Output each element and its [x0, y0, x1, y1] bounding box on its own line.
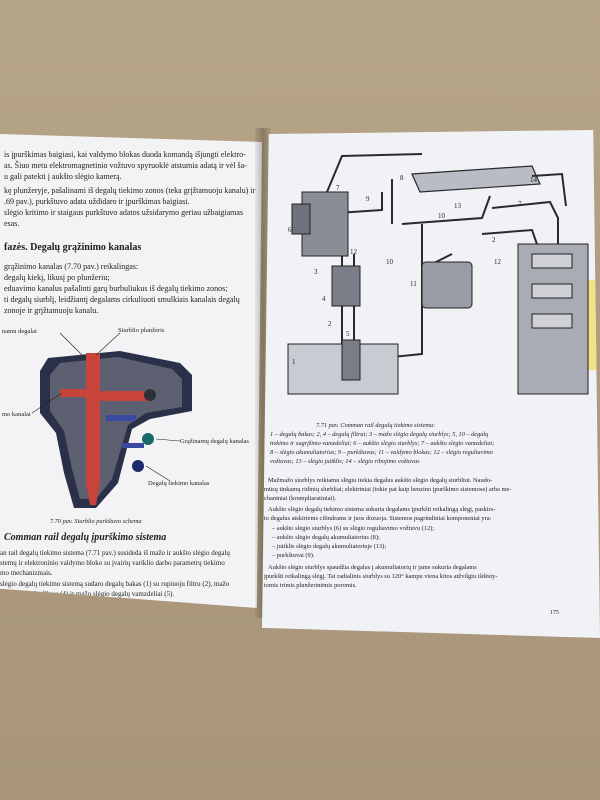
diagram-number: 4	[322, 295, 326, 303]
diagram-number: 5	[346, 330, 350, 338]
left-text-line: .69 pav.), purkštuvo adata uždidaro ir į…	[4, 197, 190, 206]
diagram-number: 10	[386, 258, 393, 266]
diagram-number: 3	[314, 268, 318, 276]
right-text-line: – purkštuvai (9).	[272, 552, 315, 559]
figure-caption-line: tiekimo ir sugrįžimo vamzdeliai; 6 – auk…	[270, 440, 495, 447]
figure-caption-line: 8 – slėgio akumuliatorius; 9 – purkštuva…	[270, 449, 493, 456]
left-text-line: grąžinimo kanalas (7.70 pav.) reikalinga…	[4, 262, 139, 271]
left-text-line: slėgio degalų tiekimo sistemą sudaro deg…	[0, 580, 230, 588]
right-text-line: Aukšto slėgio degalų tiekimo sistema suk…	[268, 506, 496, 513]
diagram-label: Degalų tiekimo kanalas	[148, 480, 210, 487]
diagram-number: 12	[350, 248, 357, 256]
pump-injector-diagram	[31, 332, 192, 508]
left-text-line: is įpurškimas baigiasi, kai valdymo blok…	[4, 150, 246, 159]
common-rail-diagram	[287, 153, 589, 395]
right-text-line: – jutiklis slėgio degalų akumuliatoriuje…	[272, 543, 387, 550]
left-text-line: esas.	[4, 219, 20, 228]
right-text-line: to degalus atskiriems cilindrams ir juos…	[264, 515, 492, 522]
left-text-line: as. Šiuo metu elektromagnetinio vožtuvo …	[4, 161, 247, 170]
diagram-number: 11	[410, 280, 417, 288]
diagram-number: 2	[328, 320, 332, 328]
diagram-label: Grąžinamų degalų kanalas	[180, 438, 249, 445]
left-text-line: stemų ir elektroninio valdymo bloko su į…	[0, 559, 225, 567]
right-text-line: Aukšto slėgio siurblys spaudžia degalus …	[268, 564, 477, 571]
left-text-line: ti degalų siurblį, leidžiantį degalams c…	[4, 295, 240, 304]
diagram-number: 9	[366, 195, 370, 203]
right-text-line: – aukšto slėgio siurblys (6) su slėgio r…	[272, 525, 435, 532]
diagram-number: 6	[288, 226, 292, 234]
left-text-line: zonoje ir grįžtamuoju kanalu.	[4, 306, 99, 315]
right-text-line: Mažmažo siurblys reikiamu slėgiu tiekia …	[268, 477, 493, 484]
right-text-line: chaniniai (krumpliaratiniai).	[264, 495, 337, 502]
left-text-line: kę plunžeryje, pašalinami iš degalų tiek…	[4, 186, 256, 195]
left-text-line: an rail degalų tiekimo sistema (7.71 pav…	[0, 549, 230, 557]
page-number: 175	[550, 610, 559, 616]
left-section-heading: fazės. Degalų grąžinimo kanalas	[4, 242, 142, 253]
figure-caption: 7.70 pav. Siurblio purkštuvo schema	[50, 518, 142, 525]
diagram-label: mo kanalai	[2, 411, 31, 418]
left-text-line: u gali patekti į aukšto slėgio kamerą.	[4, 172, 122, 181]
right-page: 1 2 3 4 5 6 7 8 9 10 11 12 13 14 7 10 2 …	[262, 130, 600, 638]
diagram-number: 8	[400, 174, 404, 182]
left-text-line: mo mechanizmais.	[0, 569, 53, 577]
diagram-number: 10	[438, 212, 445, 220]
figure-caption-title: 7.71 pav. Comman rail degalų tiekimo sis…	[316, 422, 436, 429]
right-text-line: – aukšto slėgio degalų akumuliatorius (8…	[272, 534, 380, 541]
diagram-label: Siurblio plunžeris	[118, 327, 165, 334]
right-text-line: įpurkšti reikalingą slėgį. Tai radialini…	[264, 573, 498, 580]
diagram-number: 1	[292, 358, 296, 366]
diagram-label: namu degalai	[2, 328, 37, 335]
diagram-number: 7	[336, 184, 340, 192]
left-text-line: lys (3), degalų filtras (4) ir mažo slėg…	[0, 590, 175, 598]
right-text-line: tomis trimis plunžerinėmis poromis.	[264, 582, 357, 589]
right-text-line: mūsų tinkamų ridinių slurbliai; elektrin…	[264, 486, 512, 493]
left-text-line: degalų kiekį, likusį po plunžeriu;	[4, 273, 110, 282]
figure-caption-line: vožtuvas; 13 – slėgio jutiklis; 14 – slė…	[270, 458, 420, 465]
diagram-number: 12	[494, 258, 501, 266]
diagram-number: 13	[454, 202, 461, 210]
left-text-line: eduavimo kanalus pašalinti garų burbuliu…	[4, 284, 228, 293]
left-page: is įpurškimas baigiasi, kai valdymo blok…	[0, 134, 262, 608]
diagram-number: 2	[492, 236, 496, 244]
diagram-number: 14	[530, 176, 537, 184]
left-text-line: slėgio kritimo ir staigaus purkštuvo ada…	[4, 208, 244, 217]
figure-caption-line: 1 – degalų bakas; 2, 4 – degalų filtrai;…	[270, 431, 489, 438]
diagram-number: 7	[518, 200, 522, 208]
left-section-heading: Comman rail degalų įpurškimo sistema	[4, 532, 167, 543]
